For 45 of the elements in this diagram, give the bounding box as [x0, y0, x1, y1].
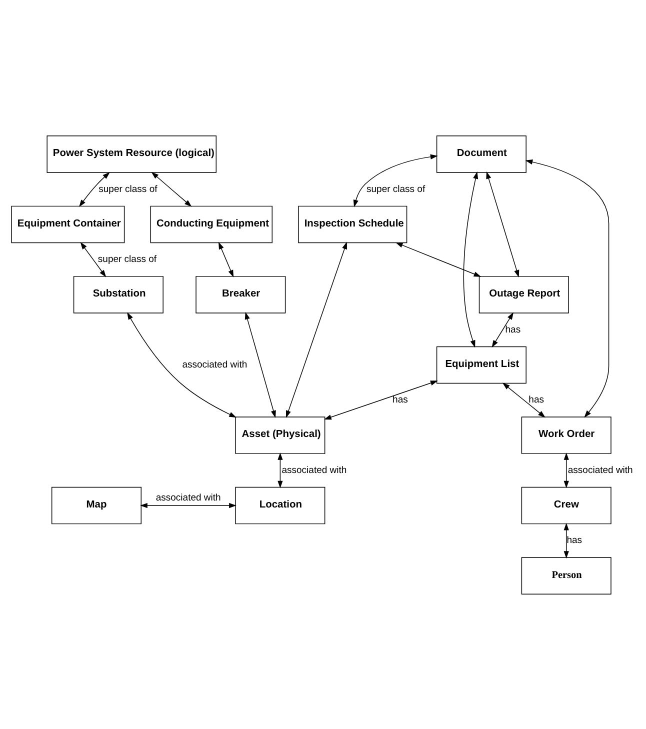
edge-label: has [392, 394, 408, 406]
arrow [140, 502, 236, 508]
edge-label: super class of [98, 254, 157, 265]
arrow [278, 452, 283, 488]
node-box: Equipment Container [11, 205, 125, 243]
arrow [286, 241, 347, 418]
edge-label: has [528, 394, 544, 406]
arrow [79, 172, 110, 207]
edge-label: super class of [366, 183, 426, 194]
node-box: Person [521, 556, 612, 594]
node-box: Document [436, 135, 526, 172]
arrow [502, 382, 546, 418]
edge-label: associated with [156, 492, 221, 504]
arrow [127, 312, 236, 418]
arrow [492, 312, 514, 348]
edge-label: has [505, 324, 521, 335]
node-box: Inspection Schedule [298, 205, 408, 243]
edge-label: super class of [98, 183, 158, 194]
node-box: Map [51, 486, 142, 524]
arrow [218, 241, 234, 277]
arrow [564, 452, 569, 488]
arrow [324, 380, 438, 420]
edge-label: has [566, 534, 582, 546]
arrow [396, 242, 482, 276]
node-box: Conducting Equipment [150, 205, 272, 243]
arrow [525, 158, 610, 418]
edge-label: associated with [282, 464, 347, 476]
node-box: Crew [521, 486, 612, 524]
arrow [151, 171, 192, 206]
node-box: Power System Resource (logical) [46, 135, 217, 172]
node-box: Substation [73, 276, 164, 313]
node-box: Asset (Physical) [235, 416, 326, 454]
node-box: Work Order [521, 416, 612, 454]
edge-label: associated with [568, 464, 633, 476]
arrow [80, 242, 106, 277]
node-box: Outage Report [478, 276, 569, 313]
arrow [463, 171, 478, 348]
arrow [353, 154, 438, 207]
node-box: Location [235, 486, 326, 524]
arrow [244, 312, 276, 418]
node-box: Equipment List [436, 346, 526, 384]
node-box: Breaker [196, 276, 286, 313]
arrow [564, 522, 569, 558]
arrow [486, 171, 520, 277]
edge-label: associated with [182, 358, 248, 370]
